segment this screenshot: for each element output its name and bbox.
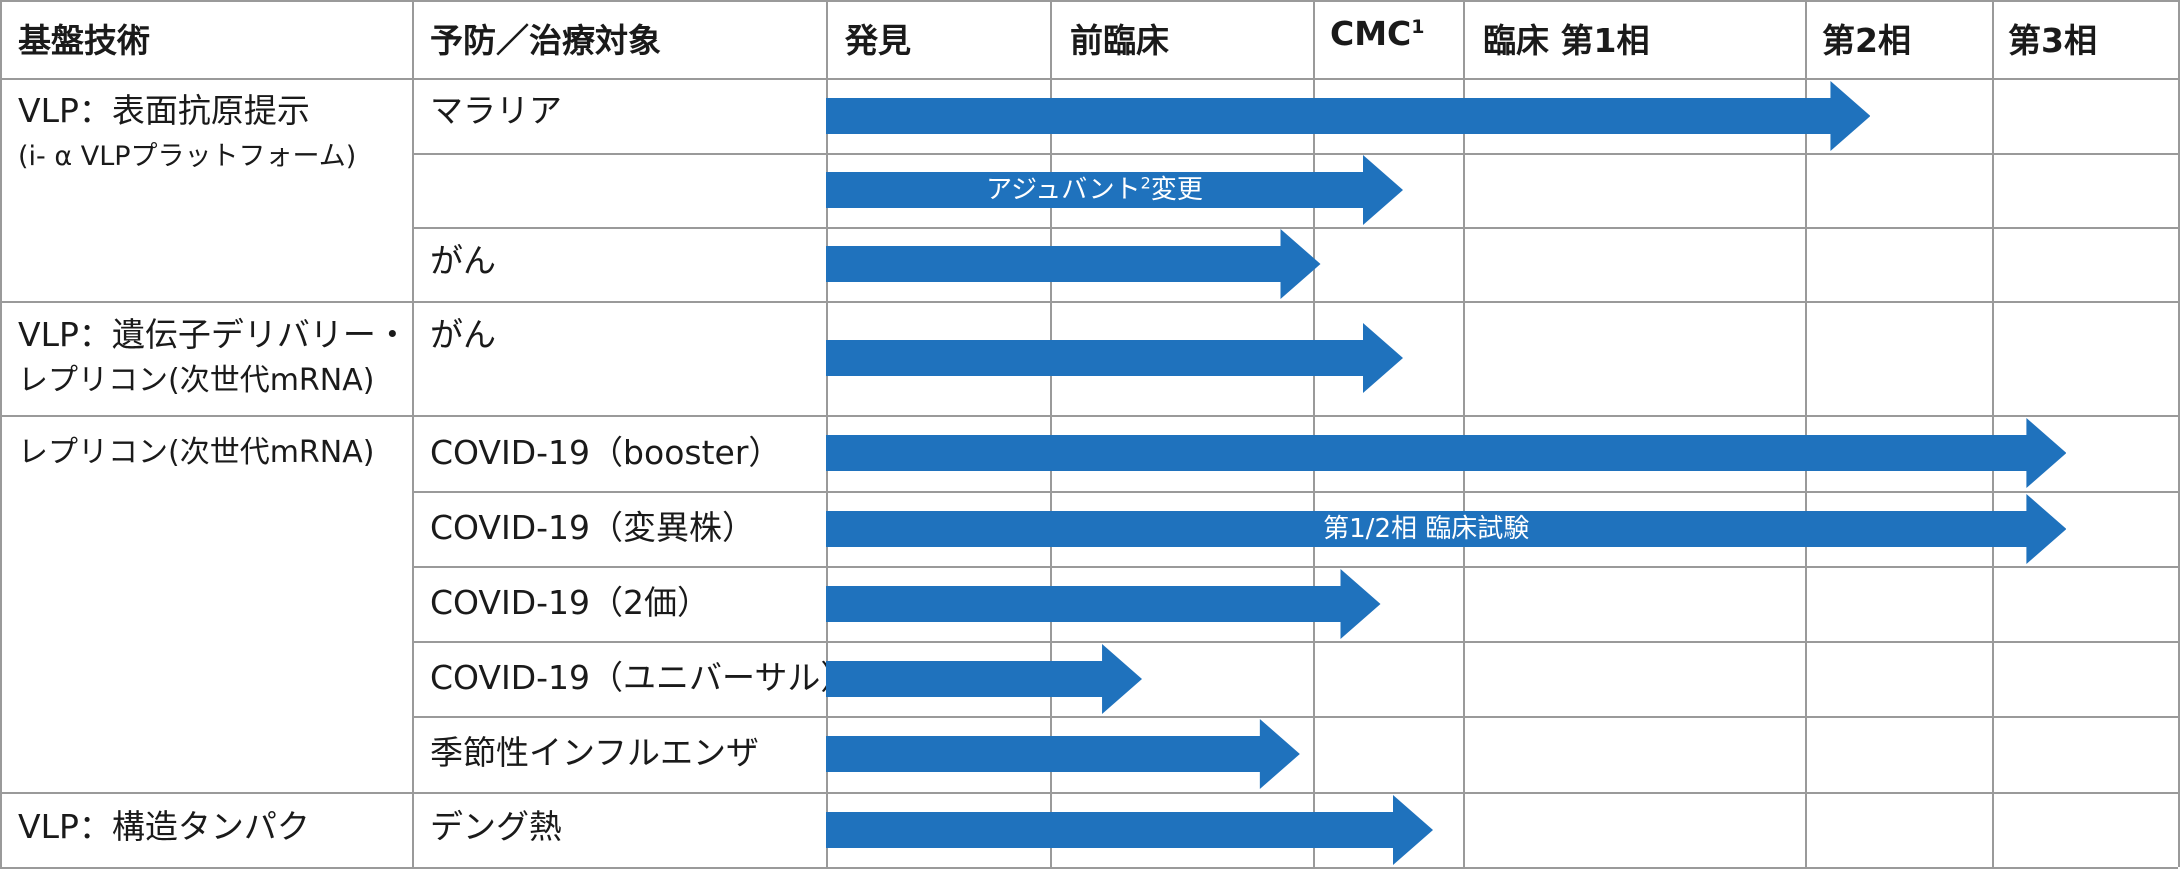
target-6: COVID-19（2価） bbox=[430, 583, 711, 622]
target-4: COVID-19（booster） bbox=[430, 433, 782, 472]
progress-arrow bbox=[826, 229, 1321, 299]
header-phase2: 第2相 bbox=[1822, 21, 1911, 60]
arrow-label: アジュバント2変更 bbox=[826, 170, 1363, 210]
progress-arrow bbox=[826, 568, 1381, 639]
arrow-label-tail: 変更 bbox=[1150, 175, 1203, 205]
grid-hline bbox=[412, 153, 2178, 155]
header-cmc-footnote: 1 bbox=[1411, 16, 1425, 38]
grid-hline bbox=[0, 78, 2178, 80]
tech-1-line2: (i- α VLPプラットフォーム) bbox=[18, 141, 357, 172]
grid-hline bbox=[0, 867, 2178, 869]
grid-vline bbox=[0, 0, 2, 867]
grid-vline bbox=[1050, 0, 1052, 867]
grid-vline bbox=[1313, 0, 1315, 867]
target-7: COVID-19（ユニバーサル） bbox=[430, 658, 854, 697]
progress-arrow bbox=[826, 719, 1300, 789]
grid-hline bbox=[412, 566, 2178, 568]
progress-arrow-shape bbox=[826, 80, 1871, 151]
grid-vline bbox=[1805, 0, 1807, 867]
target-8: 季節性インフルエンザ bbox=[430, 733, 760, 772]
grid-hline bbox=[0, 792, 2178, 794]
progress-arrow-shape bbox=[826, 794, 1433, 865]
progress-arrow-shape bbox=[826, 418, 2067, 488]
grid-vline bbox=[412, 0, 414, 867]
tech-label-2: VLP：遺伝子デリバリー・ レプリコン(次世代mRNA) bbox=[18, 312, 409, 404]
arrow-label-footnote: 2 bbox=[1140, 173, 1151, 193]
progress-arrow-shape bbox=[826, 155, 1403, 225]
header-phase1: 臨床 第1相 bbox=[1483, 21, 1650, 60]
progress-arrow bbox=[826, 643, 1143, 714]
header-phase3: 第3相 bbox=[2008, 21, 2097, 60]
tech-label-4: VLP：構造タンパク bbox=[18, 804, 310, 850]
arrow-label: 第1/2相 臨床試験 bbox=[826, 509, 2026, 549]
progress-arrow bbox=[826, 155, 1403, 225]
header-preclinical: 前臨床 bbox=[1070, 21, 1169, 60]
header-tech: 基盤技術 bbox=[18, 21, 150, 60]
grid-vline bbox=[1463, 0, 1465, 867]
target-9: デング熱 bbox=[430, 807, 562, 846]
progress-arrow-shape bbox=[826, 323, 1403, 393]
grid-hline bbox=[0, 0, 2178, 2]
header-target: 予防／治療対象 bbox=[430, 21, 661, 60]
progress-arrow bbox=[826, 80, 1871, 151]
arrow-label-text: アジュバント bbox=[986, 175, 1141, 205]
progress-arrow-shape bbox=[826, 568, 1381, 639]
grid-vline bbox=[826, 0, 828, 867]
progress-arrow-shape bbox=[826, 229, 1321, 299]
tech-2-line1: VLP：遺伝子デリバリー・ bbox=[18, 315, 409, 354]
header-cmc-label: CMC bbox=[1330, 14, 1412, 53]
target-3: がん bbox=[430, 315, 496, 354]
header-discovery: 発見 bbox=[845, 21, 911, 60]
grid-vline bbox=[1992, 0, 1994, 867]
target-2: がん bbox=[430, 241, 496, 280]
tech-2-line2: レプリコン(次世代mRNA) bbox=[18, 363, 375, 398]
target-5: COVID-19（変異株） bbox=[430, 508, 756, 547]
tech-4-line1: VLP：構造タンパク bbox=[18, 807, 310, 846]
grid-hline bbox=[0, 415, 2178, 417]
grid-hline bbox=[412, 716, 2178, 718]
arrow-label-text: 第1/2相 臨床試験 bbox=[1323, 513, 1530, 544]
tech-label-3: レプリコン(次世代mRNA) bbox=[18, 430, 374, 476]
header-cmc: CMC1 bbox=[1330, 14, 1425, 53]
grid-hline bbox=[412, 641, 2178, 643]
progress-arrow bbox=[826, 323, 1403, 393]
progress-arrow-shape bbox=[826, 719, 1300, 789]
target-0: マラリア bbox=[430, 91, 562, 130]
tech-1-line1: VLP：表面抗原提示 bbox=[18, 91, 310, 130]
tech-label-1: VLP：表面抗原提示 (i- α VLPプラットフォーム) bbox=[18, 88, 356, 180]
grid-vline bbox=[2178, 0, 2180, 867]
progress-arrow bbox=[826, 794, 1433, 865]
progress-arrow-shape bbox=[826, 643, 1143, 714]
grid-hline bbox=[412, 491, 2178, 493]
grid-hline bbox=[0, 301, 2178, 303]
progress-arrow bbox=[826, 493, 2067, 564]
progress-arrow-shape bbox=[826, 493, 2067, 564]
progress-arrow bbox=[826, 418, 2067, 488]
tech-3-line1: レプリコン(次世代mRNA) bbox=[18, 435, 375, 470]
grid-hline bbox=[412, 227, 2178, 229]
